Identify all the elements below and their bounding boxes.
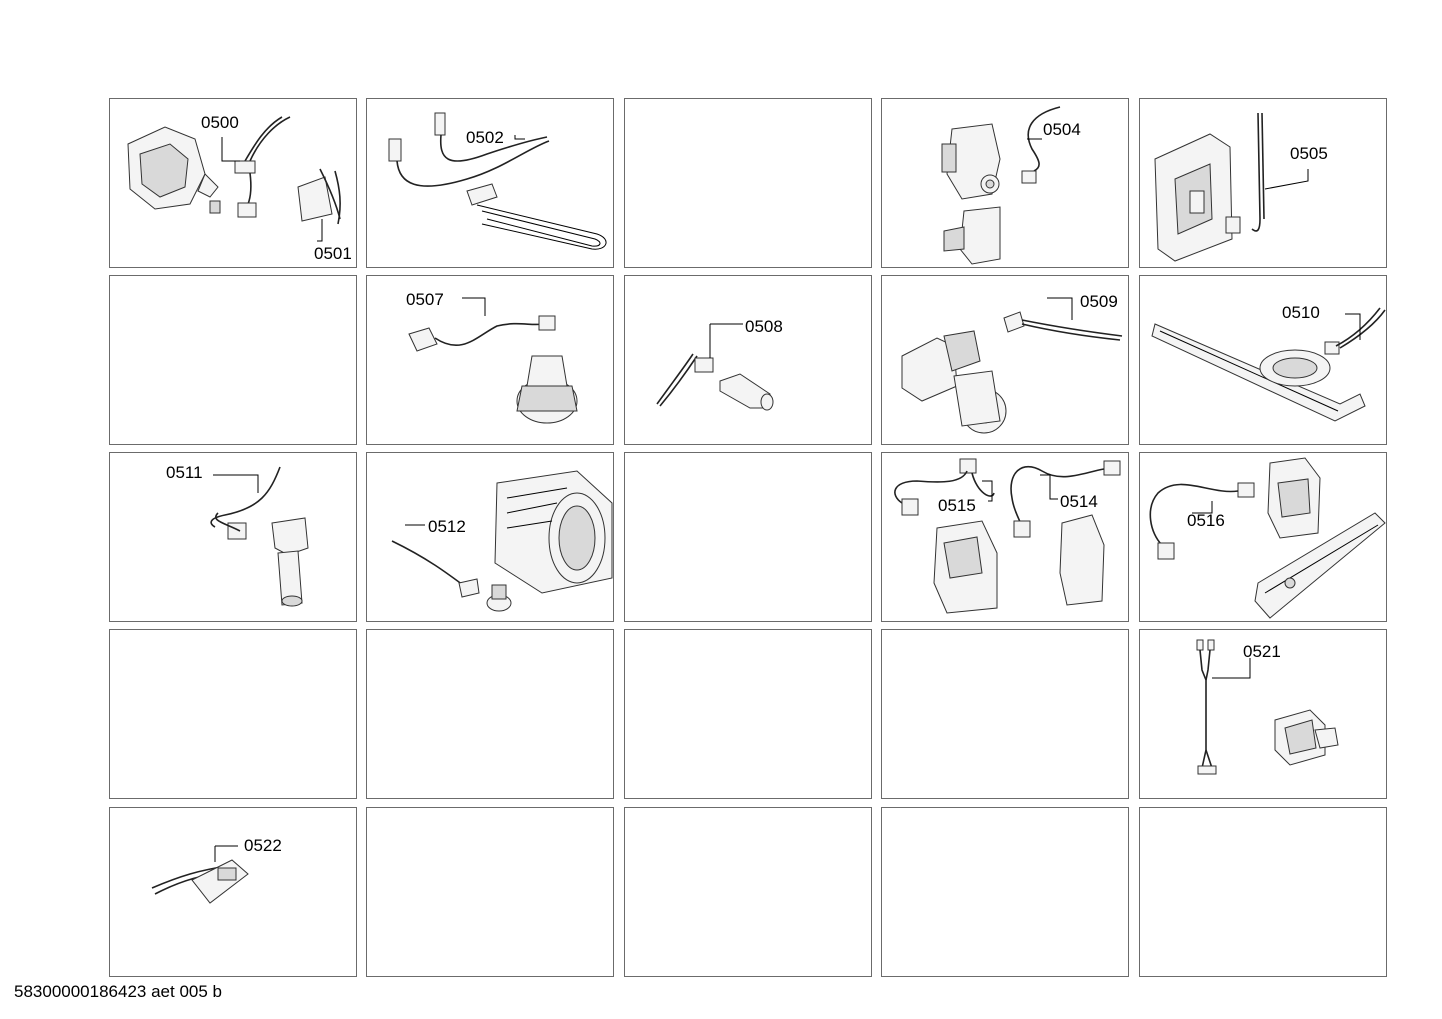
ntc-sensor-illustration [656, 323, 774, 411]
part-label-0510: 0510 [1282, 303, 1320, 322]
part-label-0500: 0500 [201, 113, 239, 132]
cell-valve: 0504 [881, 98, 1129, 268]
cell-empty-r5c2 [366, 807, 614, 977]
motor-illustration [127, 116, 341, 242]
cell-empty-r5c3 [624, 807, 872, 977]
cell-tub: 0512 [366, 452, 614, 622]
part-label-0512: 0512 [428, 517, 466, 536]
power-module-illustration [894, 458, 1121, 614]
part-label-0516: 0516 [1187, 511, 1225, 530]
cell-power-module: 0515 0514 [881, 452, 1129, 622]
drain-pump-illustration [901, 297, 1123, 434]
cell-ntc-sensor: 0508 [624, 275, 872, 445]
part-label-0507: 0507 [406, 290, 444, 309]
cell-small-board: 0522 [109, 807, 357, 977]
door-lock-illustration [1196, 639, 1339, 775]
part-label-0511: 0511 [166, 463, 203, 482]
cell-sump-assembly: 0510 [1139, 275, 1387, 445]
sump-assembly-illustration [1151, 307, 1386, 422]
cell-empty-r2c1 [109, 275, 357, 445]
cell-empty-r5c5 [1139, 807, 1387, 977]
valve-illustration [941, 106, 1061, 265]
part-label-0514: 0514 [1060, 492, 1098, 511]
part-label-0509: 0509 [1080, 292, 1118, 311]
part-label-0501: 0501 [314, 244, 352, 263]
small-board-illustration [151, 845, 249, 904]
float-switch-illustration [210, 466, 309, 607]
tub-illustration [391, 470, 613, 612]
cell-empty-r4c4 [881, 629, 1129, 799]
cell-empty-r1c3 [624, 98, 872, 268]
cell-motor: 0500 0501 [109, 98, 357, 268]
cell-dispenser: 0505 [1139, 98, 1387, 268]
cell-pressure-sensor: 0507 [366, 275, 614, 445]
dispenser-illustration [1154, 112, 1309, 262]
pressure-sensor-illustration [408, 297, 578, 424]
part-label-0515: 0515 [938, 496, 976, 515]
heater-illustration [388, 112, 607, 250]
cell-heater: 0502 [366, 98, 614, 268]
cell-empty-r3c3 [624, 452, 872, 622]
cell-empty-r4c2 [366, 629, 614, 799]
part-label-0502: 0502 [466, 128, 504, 147]
part-label-0505: 0505 [1290, 144, 1328, 163]
control-board-illustration [1149, 457, 1386, 619]
part-label-0521: 0521 [1243, 642, 1281, 661]
part-label-0508: 0508 [745, 317, 783, 336]
cell-empty-r5c4 [881, 807, 1129, 977]
part-label-0522: 0522 [244, 836, 282, 855]
part-label-0504: 0504 [1043, 120, 1081, 139]
cell-empty-r4c3 [624, 629, 872, 799]
cell-empty-r4c1 [109, 629, 357, 799]
cell-door-lock: 0521 [1139, 629, 1387, 799]
drawing-reference: 58300000186423 aet 005 b [14, 982, 222, 1001]
cell-control-board: 0516 [1139, 452, 1387, 622]
cell-float-switch: 0511 [109, 452, 357, 622]
cell-drain-pump: 0509 [881, 275, 1129, 445]
